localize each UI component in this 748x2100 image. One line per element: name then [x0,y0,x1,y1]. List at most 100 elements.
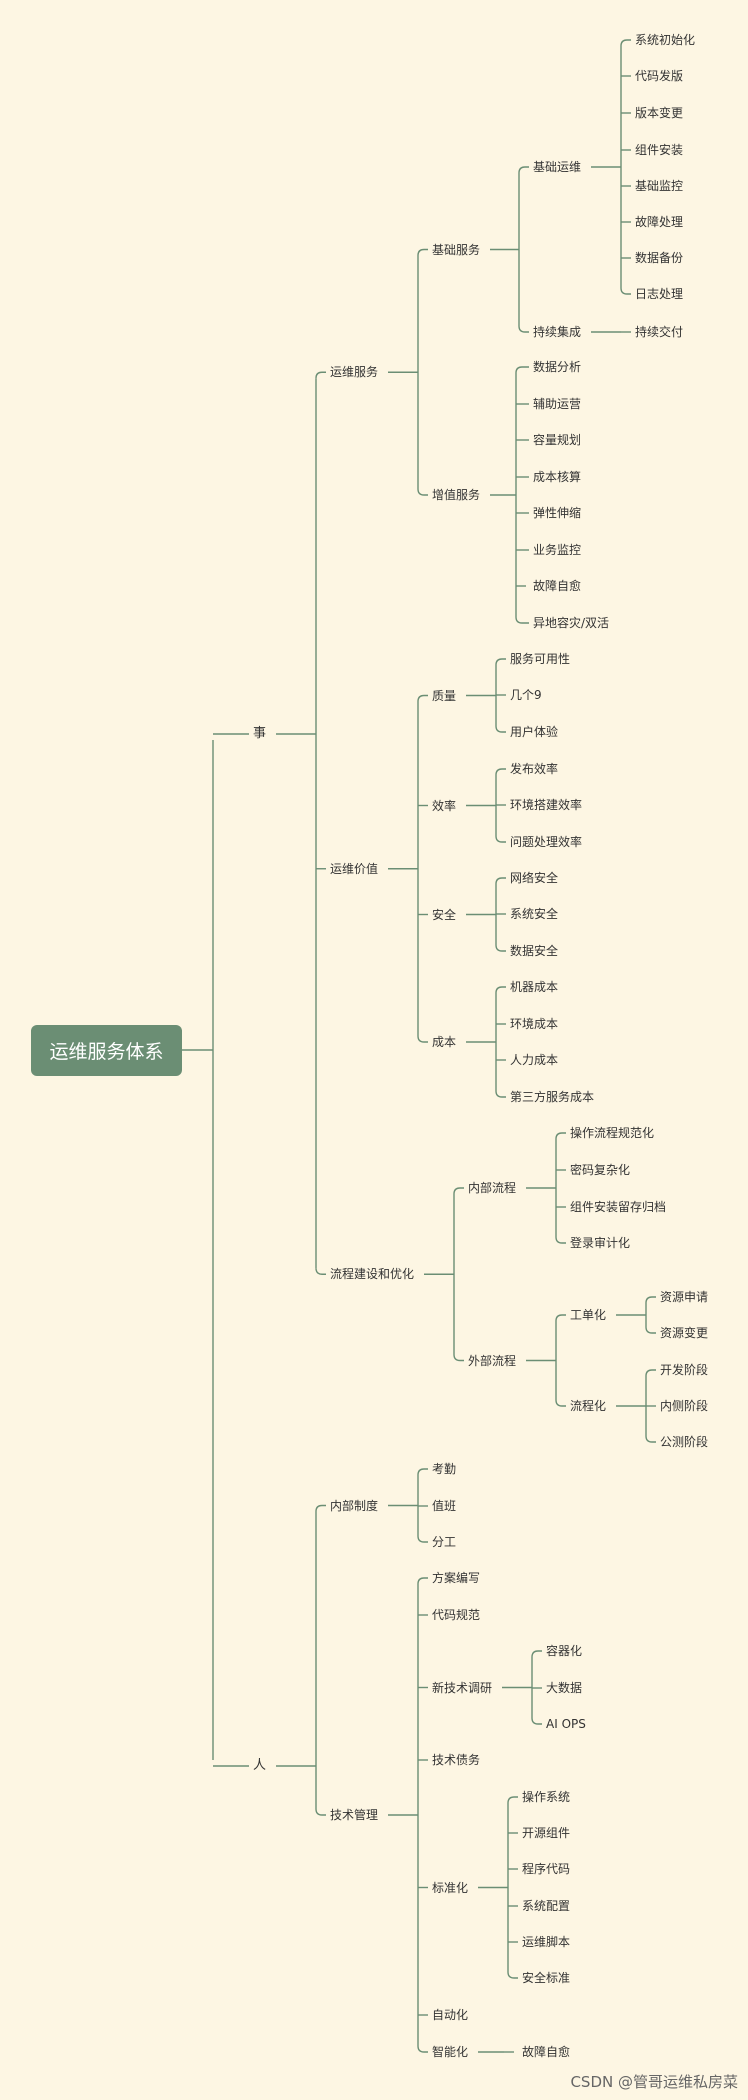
mindmap-node: 日志处理 [635,287,684,301]
mindmap-node: 分工 [432,1535,457,1549]
mindmap-node: 公测阶段 [660,1435,709,1449]
mindmap-node: 事 [253,726,267,741]
mindmap-node: 成本 [432,1035,457,1049]
mindmap-node: 业务监控 [533,543,582,557]
mindmap-node: 内部流程 [468,1181,517,1195]
mindmap-node: 问题处理效率 [510,835,583,849]
connector-line [515,616,529,624]
mindmap-node: 技术债务 [432,1753,481,1767]
mindmap-node: 组件安装留存归档 [570,1200,667,1214]
mindmap-node: 外部流程 [468,1353,517,1368]
mindmap-node: 系统配置 [522,1899,571,1913]
connector-line [453,1354,464,1362]
connector-line [645,1369,656,1377]
mindmap-node: 系统初始化 [635,33,696,47]
mindmap-node: 基础服务 [432,242,481,257]
mindmap-node: 系统安全 [510,907,559,921]
connector-line [417,248,428,256]
connector-line [515,366,529,374]
mindmap-node: 代码发版 [635,69,684,83]
connector-line [417,1577,428,1585]
mindmap-node: 发布效率 [510,762,559,776]
connector-line [507,1971,518,1979]
mindmap-node: 操作系统 [522,1790,571,1804]
mindmap-node: 数据分析 [533,360,582,374]
mindmap-node: 环境搭建效率 [510,798,583,812]
connector-line [495,658,506,666]
mindmap-node: 数据备份 [635,251,684,265]
mindmap-node: 资源申请 [660,1290,709,1304]
connector-line [531,1650,542,1658]
connector-line [495,835,506,843]
connector-line [417,1035,428,1043]
connector-line [518,325,529,333]
mindmap-node: 机器成本 [510,980,559,994]
connector-line [555,1132,566,1140]
connector-line [417,1468,428,1476]
connector-line [495,1090,506,1098]
connector-line [315,1268,326,1275]
mindmap-node: 组件安装 [635,143,684,157]
mindmap-node: 代码规范 [432,1608,481,1622]
mindmap-node: 故障自愈 [533,579,582,593]
mindmap-node: 开源组件 [522,1826,571,1840]
connector-lines [182,39,656,2053]
mindmap-node: 密码复杂化 [570,1163,631,1177]
connector-line [555,1399,566,1407]
mindmap-node: 安全标准 [522,1971,571,1985]
root-node: 运维服务体系 [31,1025,182,1076]
mindmap-node: 故障自愈 [522,2045,571,2059]
connector-line [417,488,428,496]
mindmap-node: 新技术调研 [432,1680,493,1695]
mindmap-node: 考勤 [432,1462,457,1476]
connector-line [495,986,506,994]
mindmap-node: 服务可用性 [510,652,571,666]
mindmap-node: 标准化 [432,1880,469,1895]
connector-line [495,944,506,952]
connector-line [620,287,631,295]
mindmap-node: 流程建设和优化 [330,1267,415,1282]
mindmap-node: 操作流程规范化 [570,1126,655,1140]
connector-line [645,1435,656,1443]
mindmap-node: 登录审计化 [570,1236,631,1250]
mindmap-node: 自动化 [432,2008,469,2022]
connector-line [417,1535,428,1543]
mindmap-node: 数据安全 [510,944,559,958]
mindmap-node: 容量规划 [533,433,582,447]
mindmap-node: 人 [253,1758,267,1773]
mindmap-node: 运维服务 [330,365,379,380]
connector-line [645,1326,656,1334]
mindmap-node: 质量 [432,688,457,703]
connector-line [531,1717,542,1725]
mindmap-node: 辅助运营 [533,397,582,411]
mindmap-node: 资源变更 [660,1326,709,1340]
mindmap-node: 弹性伸缩 [533,506,582,520]
mindmap-node: 效率 [432,798,457,813]
connector-line [495,877,506,885]
mindmap-node: 内侧阶段 [660,1399,709,1413]
connector-line [620,39,631,47]
connector-line [315,371,326,379]
connector-line [518,166,529,174]
connector-line [417,2045,428,2053]
mindmap-node: 人力成本 [510,1053,559,1067]
mindmap-node: 内部制度 [330,1498,379,1513]
mindmap-node: 持续集成 [533,325,582,339]
mindmap-node: 基础运维 [533,160,582,174]
connector-line [315,1808,326,1816]
connector-line [315,1504,326,1512]
connector-line [453,1187,464,1195]
mindmap-node: 运维价值 [330,861,379,876]
mindmap-node: 持续交付 [635,325,684,339]
mindmap-node: 成本核算 [533,470,582,484]
mindmap-node: 大数据 [546,1681,583,1695]
connector-line [495,725,506,733]
mindmap-node: 用户体验 [510,725,559,739]
connector-line [417,694,428,702]
connector-line [507,1796,518,1804]
mindmap-node: 版本变更 [635,106,684,120]
mindmap-node: 第三方服务成本 [510,1090,595,1104]
mindmap-node: 故障处理 [635,215,684,229]
mindmap-node: 环境成本 [510,1017,559,1031]
